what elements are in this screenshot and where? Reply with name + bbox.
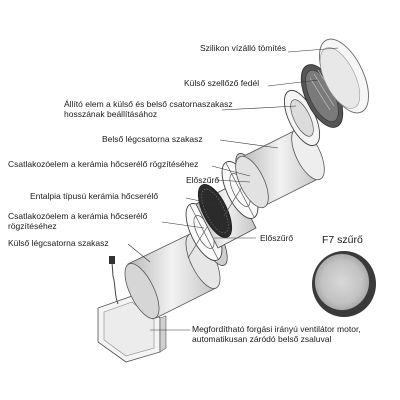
label-outer-cover: Külső szellőző fedél (184, 78, 260, 88)
label-outer-duct: Külső légcsatorna szakasz (8, 238, 109, 248)
outer-vent-cover (300, 64, 344, 128)
silicone-gasket (319, 38, 369, 114)
power-cable (111, 261, 119, 305)
f7-filter-image (312, 251, 376, 317)
label-connector-2: Csatlakozóelem a kerámia hőcserélő rögzí… (8, 211, 148, 231)
label-ceramic-exchanger: Entalpia típusú kerámia hőcserélő (30, 191, 159, 201)
label-fan-motor: Megfordítható forgási irányú ventilátor … (192, 324, 361, 344)
label-adjuster: Állító elem a külső és belső csatornasza… (64, 99, 233, 119)
f7-filter-title: F7 szűrő (322, 234, 363, 246)
label-prefilter-1: Előszűrő (186, 175, 220, 185)
inner-duct-section (235, 127, 325, 209)
leader-lines (127, 47, 339, 331)
label-silicone-gasket: Szilikon vízálló tömítés (200, 43, 286, 53)
cable-plug (109, 256, 115, 264)
label-prefilter-2: Előszűrő (260, 233, 294, 243)
label-connector-1: Csatlakozóelem a kerámia hőcserélő rögzí… (8, 159, 199, 169)
label-inner-duct: Belső légcsatorna szakasz (102, 134, 203, 144)
